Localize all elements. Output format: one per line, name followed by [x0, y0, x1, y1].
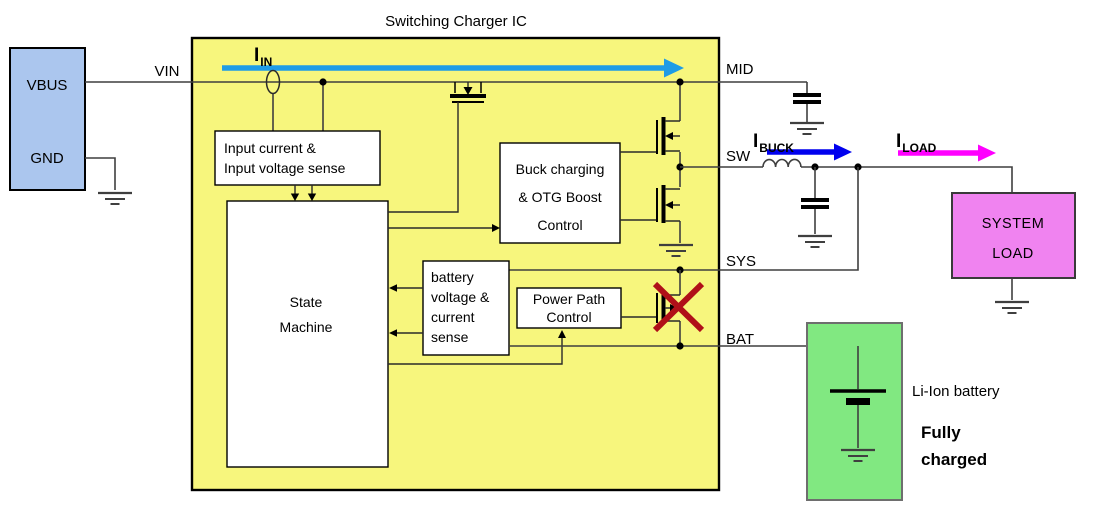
output-node-wire — [801, 166, 1013, 193]
input-sense-line2: Input voltage sense — [224, 160, 346, 176]
junction-dot-bat — [676, 342, 684, 350]
ibuck-symbol: I — [753, 131, 758, 152]
power-path-block: Power Path Control — [388, 287, 657, 365]
high-side-fet — [656, 117, 680, 155]
iload-symbol: I — [896, 131, 901, 152]
iload-current-arrow: ILOAD — [896, 131, 996, 162]
power-path-box — [516, 287, 622, 329]
input-sense-box — [214, 130, 381, 186]
iin-current-arrow: IIN — [222, 45, 684, 78]
vbus-label: VBUS — [27, 77, 68, 94]
input-sense-block: Input current & Input voltage sense — [214, 130, 381, 201]
power-path-line2: Control — [546, 309, 591, 325]
buck-line1: Buck charging — [516, 161, 605, 177]
arrowhead-buck — [492, 224, 500, 232]
arrowhead-down-2 — [307, 193, 317, 201]
battery-sense-line1: battery — [431, 269, 474, 285]
system-load-block: SYSTEM LOAD — [951, 192, 1076, 315]
system-load-line2: LOAD — [992, 246, 1034, 262]
ibuck-arrowhead — [834, 143, 852, 161]
red-x-strokes — [652, 281, 705, 333]
output-capacitor — [796, 167, 834, 249]
ground-symbol-mid — [788, 121, 826, 136]
pin-sw-label: SW — [726, 148, 751, 165]
state-machine-box — [226, 200, 389, 468]
system-load-line1: SYSTEM — [982, 216, 1045, 232]
battery-block — [806, 322, 903, 501]
state-machine-line1: State — [290, 294, 323, 310]
ibuck-label: IBUCK — [753, 131, 794, 155]
ground-symbol-load — [993, 300, 1031, 315]
low-side-fet-arrow — [665, 201, 673, 209]
low-side-fet — [656, 185, 680, 223]
arrowhead-sm-2 — [389, 329, 397, 337]
vbus-source-box — [9, 47, 86, 191]
battery-status-line2: charged — [921, 450, 987, 469]
gnd-label: GND — [30, 150, 64, 167]
high-side-fet-arrow — [665, 132, 673, 140]
buck-control-block: Buck charging & OTG Boost Control — [499, 142, 657, 244]
state-machine-block: State Machine — [226, 200, 389, 468]
inductor — [762, 158, 802, 168]
buck-control-box — [499, 142, 621, 244]
input-fet-body-arrow — [463, 87, 473, 95]
iload-label: ILOAD — [896, 131, 937, 155]
power-path-line1: Power Path — [533, 291, 605, 307]
arrowhead-down-1 — [290, 193, 300, 201]
battery-sense-block: battery voltage & current sense — [389, 260, 510, 356]
battery-sense-line2: voltage & — [431, 289, 490, 305]
state-machine-line2: Machine — [280, 319, 333, 335]
diagram-title: Switching Charger IC — [385, 13, 527, 30]
sense-to-sm-wires — [294, 185, 313, 194]
input-sense-line1: Input current & — [224, 140, 316, 156]
ibuck-current-arrow: IBUCK — [753, 131, 852, 161]
buck-line3: Control — [537, 217, 582, 233]
pin-bat-label: BAT — [726, 331, 754, 348]
gnd-wire — [85, 157, 116, 190]
battery-status-line1: Fully — [921, 423, 961, 442]
input-fet-gate-wire — [388, 102, 459, 213]
battery-sense-line3: current — [431, 309, 475, 325]
sys-wire — [509, 167, 859, 271]
iin-symbol: I — [254, 45, 259, 66]
iin-label: IIN — [254, 45, 272, 69]
junction-dot-mid — [676, 78, 684, 86]
half-bridge — [656, 78, 695, 258]
input-current-sense-oval — [265, 69, 281, 95]
sense-to-sm-feedback — [395, 287, 423, 334]
disabled-cross — [652, 281, 705, 333]
mid-capacitor — [788, 93, 826, 136]
pin-sys-label: SYS — [726, 253, 756, 270]
pin-mid-label: MID — [726, 61, 754, 78]
battery-box — [806, 322, 903, 501]
input-blocking-fet — [388, 82, 486, 213]
sense-tap-wires — [272, 82, 324, 131]
iin-arrowhead — [664, 58, 684, 78]
ground-symbol-source — [96, 191, 134, 206]
battery-sense-box — [422, 260, 510, 356]
pin-vin-label: VIN — [154, 63, 179, 80]
iload-subscript: LOAD — [902, 141, 936, 155]
arrowhead-ppc — [558, 330, 566, 338]
junction-dot-vin — [319, 78, 327, 86]
iin-subscript: IN — [260, 55, 272, 69]
system-load-box — [951, 192, 1076, 279]
buck-line2: & OTG Boost — [518, 189, 601, 205]
vin-mid-wire — [85, 81, 808, 93]
battery-sense-line4: sense — [431, 329, 469, 345]
buck-gate-wires — [620, 151, 657, 221]
vbus-source-block: VBUS GND — [9, 47, 134, 206]
ground-symbol-output — [796, 234, 834, 249]
battery-name-label: Li-Ion battery — [912, 383, 1000, 400]
iload-arrowhead — [978, 144, 996, 162]
arrowhead-sm-1 — [389, 284, 397, 292]
ibuck-subscript: BUCK — [759, 141, 794, 155]
